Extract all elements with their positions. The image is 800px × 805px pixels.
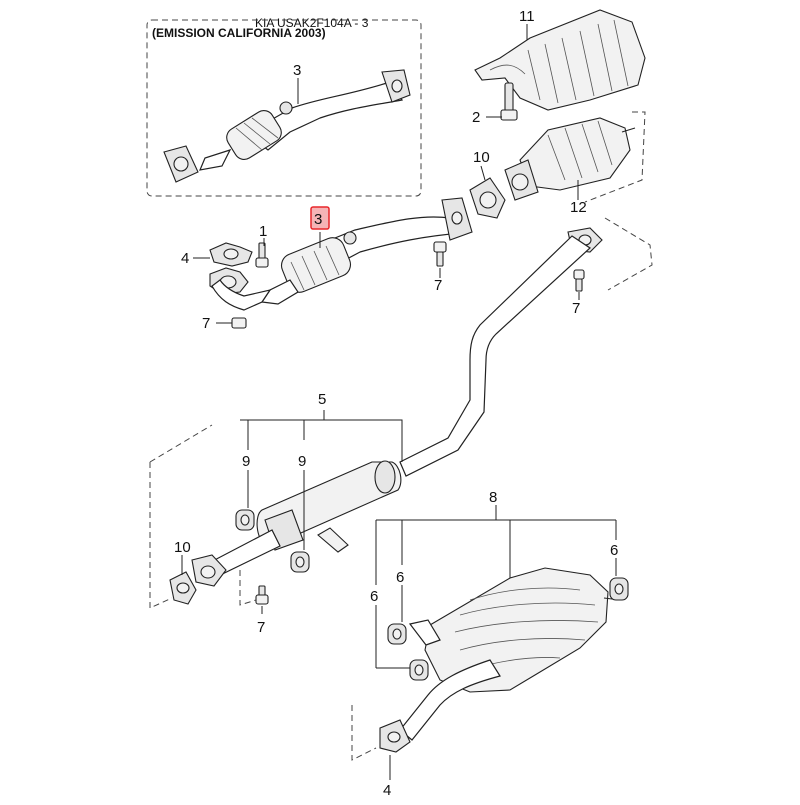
callout-6-b: 6 bbox=[370, 588, 378, 605]
hanger-6-a bbox=[387, 623, 407, 645]
callout-inset-3: 3 bbox=[293, 62, 301, 79]
gasket-10-top bbox=[469, 177, 506, 219]
inset-front-pipe bbox=[163, 69, 411, 183]
hanger-6-b bbox=[409, 659, 429, 681]
left-dashed-guide-lower bbox=[149, 462, 173, 609]
callout-11: 11 bbox=[519, 8, 535, 25]
front-pipe-3 bbox=[260, 197, 473, 305]
callout-8: 8 bbox=[489, 489, 497, 506]
gasket-10-bottom bbox=[169, 571, 197, 605]
callout-6-c: 6 bbox=[610, 542, 618, 559]
nut-7-right bbox=[573, 269, 585, 292]
callout-10-top: 10 bbox=[473, 149, 490, 166]
callout-10-bottom: 10 bbox=[174, 539, 191, 556]
hanger-9-a bbox=[235, 509, 255, 531]
catalytic-converter-12 bbox=[504, 111, 646, 203]
callout-7-right: 7 bbox=[572, 300, 580, 317]
nut-7-mid bbox=[433, 241, 447, 267]
callout-4-left: 4 bbox=[181, 250, 189, 267]
nut-7-bottom bbox=[255, 585, 269, 605]
callout-12: 12 bbox=[570, 199, 587, 216]
right-dashed-guide bbox=[604, 217, 653, 291]
callout-1: 1 bbox=[259, 223, 267, 240]
callout-9-b: 9 bbox=[298, 453, 306, 470]
callout-9-a: 9 bbox=[242, 453, 250, 470]
california-inset: (EMISSION CALIFORNIA 2003) 3 bbox=[146, 19, 422, 197]
left-dashed-guide-upper bbox=[149, 424, 213, 463]
bracket-5 bbox=[240, 419, 403, 462]
nut-2 bbox=[500, 82, 518, 121]
callout-6-a: 6 bbox=[396, 569, 404, 586]
heat-shield bbox=[474, 9, 646, 111]
hanger-9-b bbox=[290, 551, 310, 573]
hanger-6-c bbox=[609, 577, 629, 601]
callout-2: 2 bbox=[472, 109, 480, 126]
callout-7-bottom: 7 bbox=[257, 619, 265, 636]
muffler-8 bbox=[379, 567, 621, 753]
callout-3-highlight-box bbox=[310, 206, 330, 230]
callout-5: 5 bbox=[318, 391, 326, 408]
inset-note: (EMISSION CALIFORNIA 2003) bbox=[152, 26, 326, 40]
callout-7-mid: 7 bbox=[434, 277, 442, 294]
callout-3-highlight: 3 bbox=[314, 211, 322, 228]
callout-4-bottom: 4 bbox=[383, 782, 391, 799]
bottom-left-dashed-guide bbox=[351, 705, 377, 761]
center-pipe-5 bbox=[191, 227, 603, 587]
left-flange-group bbox=[209, 242, 272, 329]
bottom-dashed-guide bbox=[239, 570, 257, 606]
inset-border bbox=[146, 19, 422, 197]
callout-7-left: 7 bbox=[202, 315, 210, 332]
